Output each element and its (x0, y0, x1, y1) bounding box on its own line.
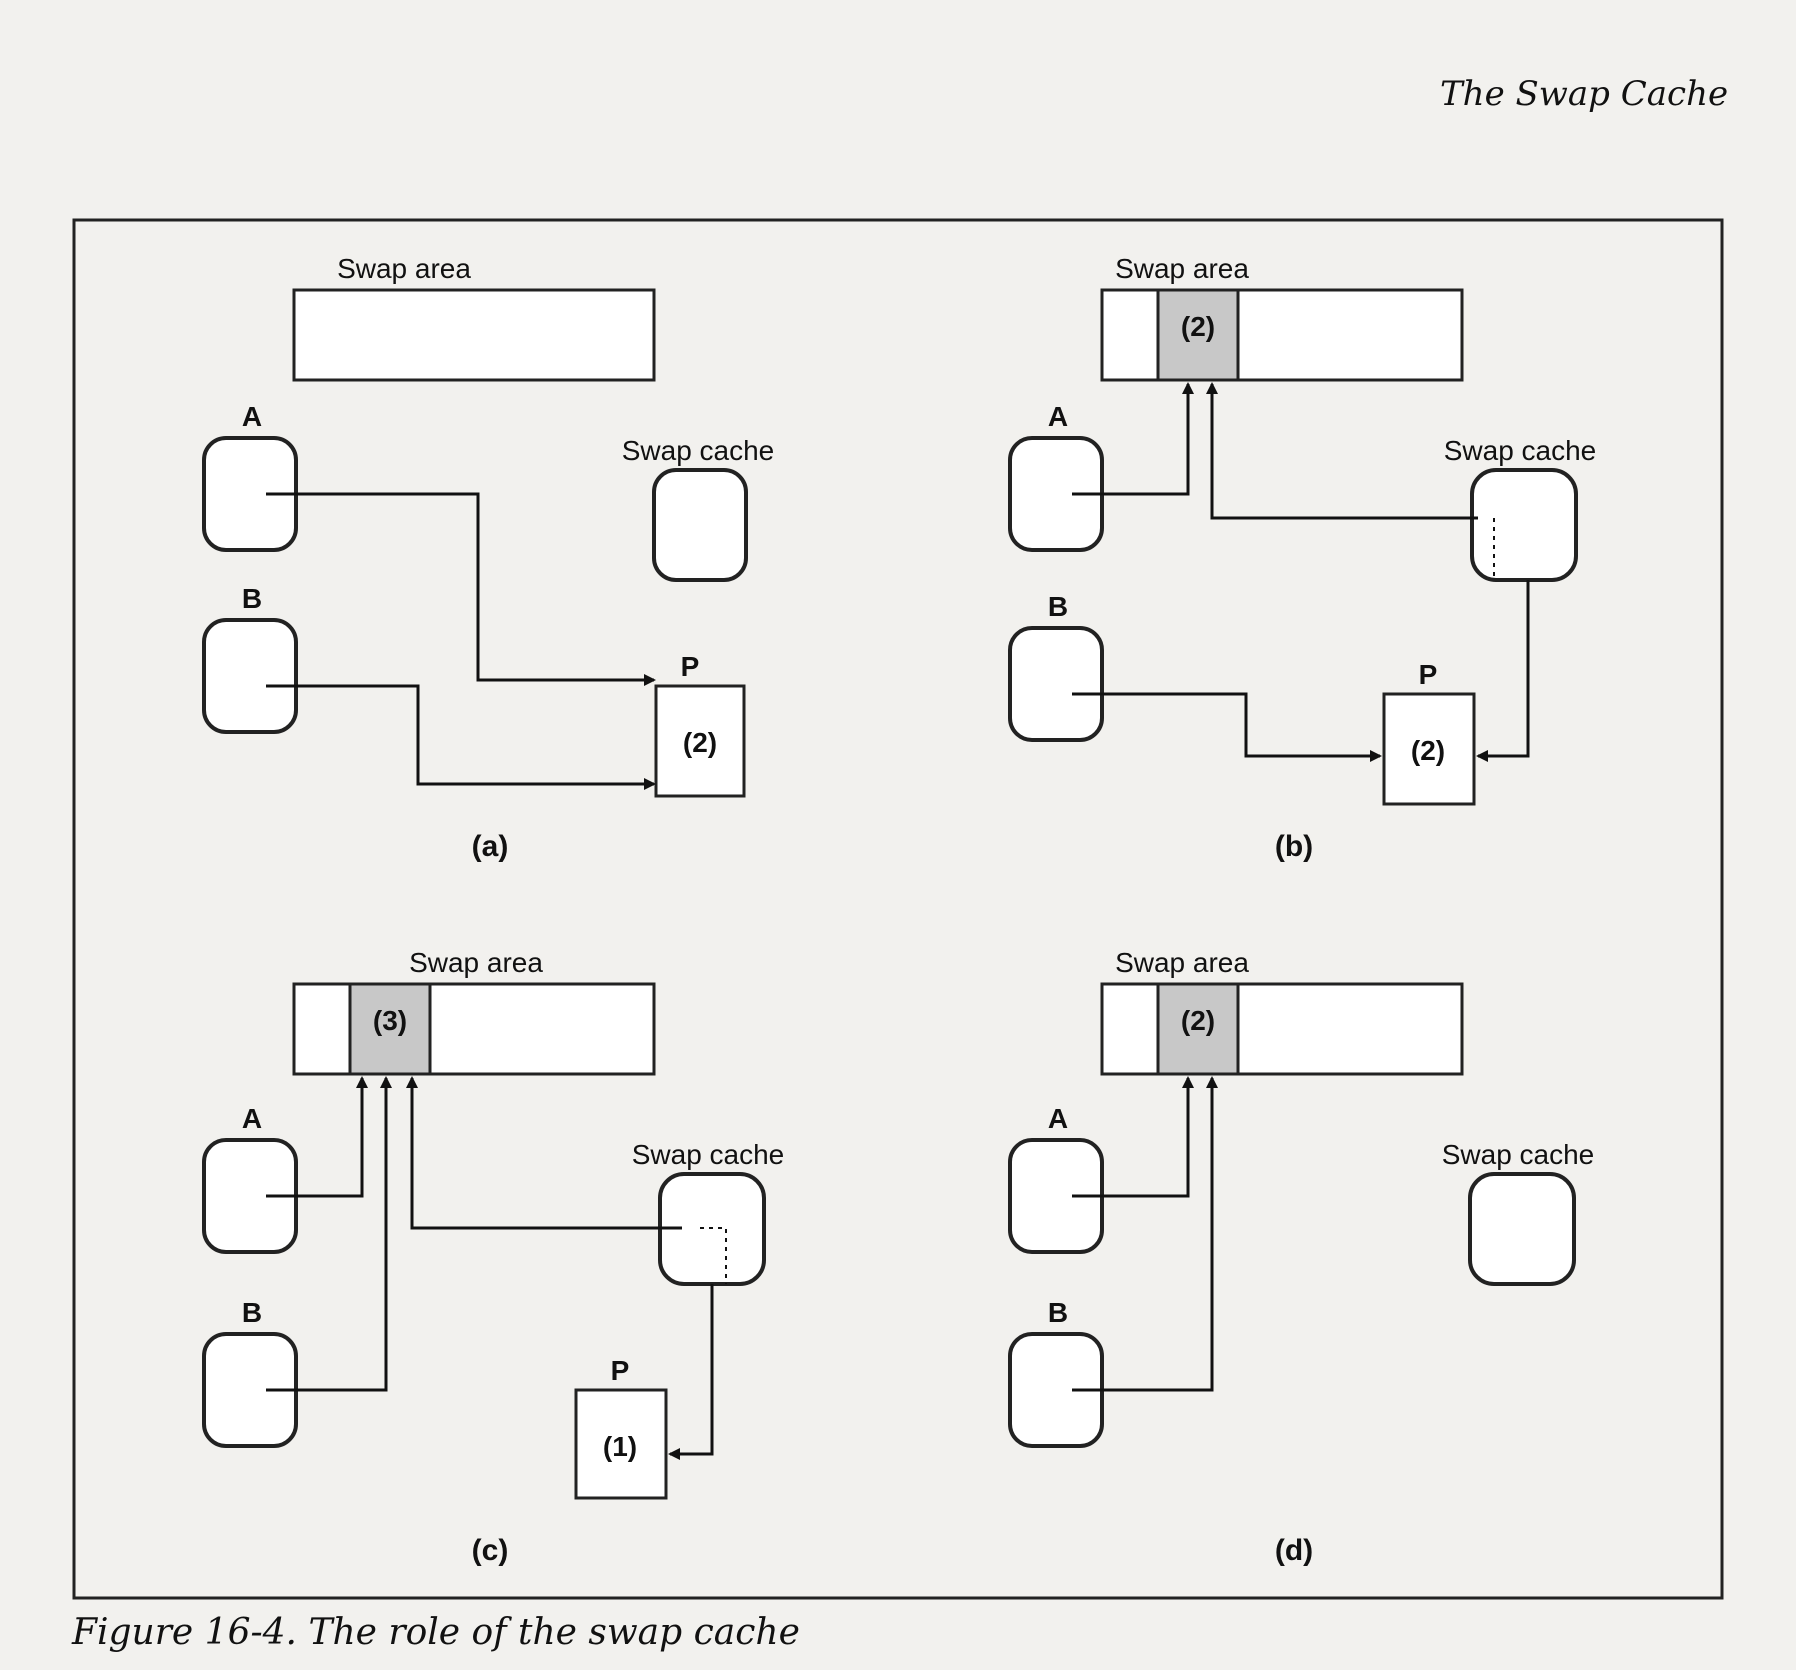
slot-count: (3) (373, 1005, 407, 1036)
process-a-label: A (1048, 1103, 1068, 1134)
swap-cache-figure: Swap area A B Swap cache P (2) (a) Swap … (72, 218, 1724, 1600)
swap-cache-label: Swap cache (632, 1139, 785, 1170)
panel-c: Swap area (3) A B Swap cache P (1) (c) (202, 947, 785, 1567)
page-frame-box (574, 1388, 668, 1500)
process-b-label: B (1048, 1297, 1068, 1328)
arrow-cache-to-slot (406, 1076, 682, 1230)
page-label: P (681, 651, 700, 682)
process-b-box (202, 618, 298, 734)
swap-area-label: Swap area (337, 253, 471, 284)
swap-cache-box (652, 468, 748, 582)
arrow-b-to-slot (1072, 1076, 1218, 1392)
process-b-box (1008, 626, 1104, 742)
arrow-cache-to-slot (1206, 382, 1478, 520)
panel-a: Swap area A B Swap cache P (2) (a) (202, 253, 775, 863)
panel-a-label: (a) (472, 830, 509, 863)
swap-cache-label: Swap cache (1442, 1139, 1595, 1170)
page-count: (2) (683, 727, 717, 758)
process-a-label: A (242, 401, 262, 432)
arrow-a-to-slot (1072, 1076, 1194, 1198)
page-frame-box (654, 684, 746, 798)
process-b-label: B (1048, 591, 1068, 622)
swap-cache-label: Swap cache (622, 435, 775, 466)
arrow-b-to-slot (266, 1076, 392, 1392)
swap-area-label: Swap area (409, 947, 543, 978)
swap-cache-box (1468, 1172, 1576, 1286)
page-label: P (611, 1355, 630, 1386)
swap-slot (348, 982, 432, 1076)
page-frame-box (1382, 692, 1476, 806)
diagram-canvas: Swap area A B Swap cache P (2) (a) Swap … (72, 218, 1724, 1600)
swap-cache-label: Swap cache (1444, 435, 1597, 466)
swap-area-box (292, 288, 656, 382)
page-count: (2) (1411, 735, 1445, 766)
panel-b: Swap area (2) A B Swap cache P (2) (b) (1008, 253, 1597, 863)
process-a-label: A (1048, 401, 1068, 432)
swap-cache-box (1470, 468, 1578, 582)
page-count: (1) (603, 1431, 637, 1462)
swap-slot (1156, 288, 1240, 382)
page-label: P (1419, 659, 1438, 690)
page-header: The Swap Cache (1440, 74, 1729, 114)
swap-area-box (1100, 982, 1464, 1076)
arrow-a-to-slot (1072, 382, 1194, 496)
panel-b-label: (b) (1275, 830, 1313, 863)
arrow-cache-to-page (668, 1284, 714, 1460)
slot-count: (2) (1181, 311, 1215, 342)
panel-d: Swap area (2) A B Swap cache (d) (1008, 947, 1595, 1567)
arrow-a-to-slot (266, 1076, 368, 1198)
arrow-b-to-page (1072, 692, 1382, 762)
panel-c-label: (c) (472, 1534, 509, 1567)
process-a-label: A (242, 1103, 262, 1134)
arrow-cache-to-page (1476, 580, 1530, 762)
arrow-b-to-page (266, 684, 656, 790)
swap-area-box (292, 982, 656, 1076)
swap-area-box (1100, 288, 1464, 382)
swap-area-label: Swap area (1115, 947, 1249, 978)
panel-d-label: (d) (1275, 1534, 1313, 1567)
swap-area-label: Swap area (1115, 253, 1249, 284)
figure-caption: Figure 16-4. The role of the swap cache (72, 1612, 800, 1653)
slot-count: (2) (1181, 1005, 1215, 1036)
process-b-label: B (242, 1297, 262, 1328)
process-b-label: B (242, 583, 262, 614)
arrow-a-to-page (266, 492, 656, 686)
swap-slot (1156, 982, 1240, 1076)
dotted-link (700, 1227, 727, 1284)
figure-frame (72, 218, 1724, 1600)
